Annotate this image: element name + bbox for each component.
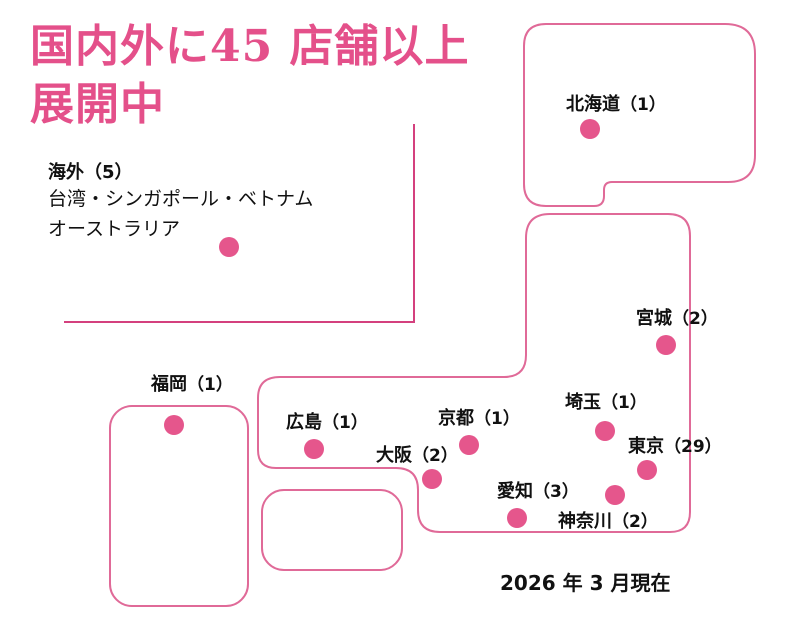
overseas-heading: 海外（5） (48, 162, 313, 184)
label-fukuoka: 福岡（1） (151, 374, 233, 396)
region-name: 京都 (438, 408, 474, 429)
page-title: 国内外に45 店舗以上 展開中 (30, 18, 470, 134)
label-aichi: 愛知（3） (497, 481, 579, 503)
region-name: 神奈川 (558, 511, 612, 532)
overseas-divider (64, 124, 415, 323)
region-count: （1） (601, 393, 647, 413)
region-count: （1） (474, 409, 520, 429)
region-name: 大阪 (376, 445, 412, 466)
marker-hokkaido (580, 119, 600, 139)
region-count: （2） (672, 309, 718, 329)
title-line-2: 展開中 (30, 79, 165, 130)
marker-kyoto (459, 435, 479, 455)
region-name: 東京 (628, 436, 664, 457)
honshu-shape (257, 213, 691, 533)
marker-osaka (422, 469, 442, 489)
marker-hiroshima (304, 439, 324, 459)
region-count: （1） (620, 95, 666, 115)
kyushu-shape (109, 405, 249, 607)
region-name: 宮城 (636, 308, 672, 329)
title-line-1: 国内外に45 店舗以上 (30, 21, 470, 72)
marker-fukuoka (164, 415, 184, 435)
region-count: （1） (187, 375, 233, 395)
marker-saitama (595, 421, 615, 441)
region-name: 広島 (286, 412, 322, 433)
region-count: （2） (612, 512, 658, 532)
region-name: 福岡 (151, 374, 187, 395)
region-count: （3） (533, 482, 579, 502)
region-count: （1） (322, 413, 368, 433)
region-name: 埼玉 (565, 392, 601, 413)
label-saitama: 埼玉（1） (565, 392, 647, 414)
label-osaka: 大阪（2） (376, 445, 458, 467)
overseas-countries-line-2: オーストラリア (48, 218, 181, 240)
label-hiroshima: 広島（1） (286, 412, 368, 434)
label-kyoto: 京都（1） (438, 408, 520, 430)
region-name: 愛知 (497, 481, 533, 502)
region-count: （29） (664, 437, 722, 457)
marker-miyagi (656, 335, 676, 355)
marker-tokyo (637, 460, 657, 480)
region-count: （2） (412, 446, 458, 466)
as-of-date: 2026 年 3 月現在 (500, 571, 671, 595)
label-tokyo: 東京（29） (628, 436, 722, 458)
label-miyagi: 宮城（2） (636, 308, 718, 330)
label-hokkaido: 北海道（1） (566, 94, 666, 116)
hokkaido-shape (523, 23, 756, 207)
overseas-count: （5） (84, 162, 133, 183)
overseas-name: 海外 (48, 162, 84, 183)
marker-overseas (219, 237, 239, 257)
overseas-countries-line-1: 台湾・シンガポール・ベトナム (48, 188, 314, 210)
overseas-label: 海外（5） 台湾・シンガポール・ベトナム オーストラリア (48, 162, 313, 244)
shikoku-shape (261, 489, 403, 571)
marker-kanagawa (605, 485, 625, 505)
marker-aichi (507, 508, 527, 528)
region-name: 北海道 (566, 94, 620, 115)
label-kanagawa: 神奈川（2） (558, 511, 658, 533)
